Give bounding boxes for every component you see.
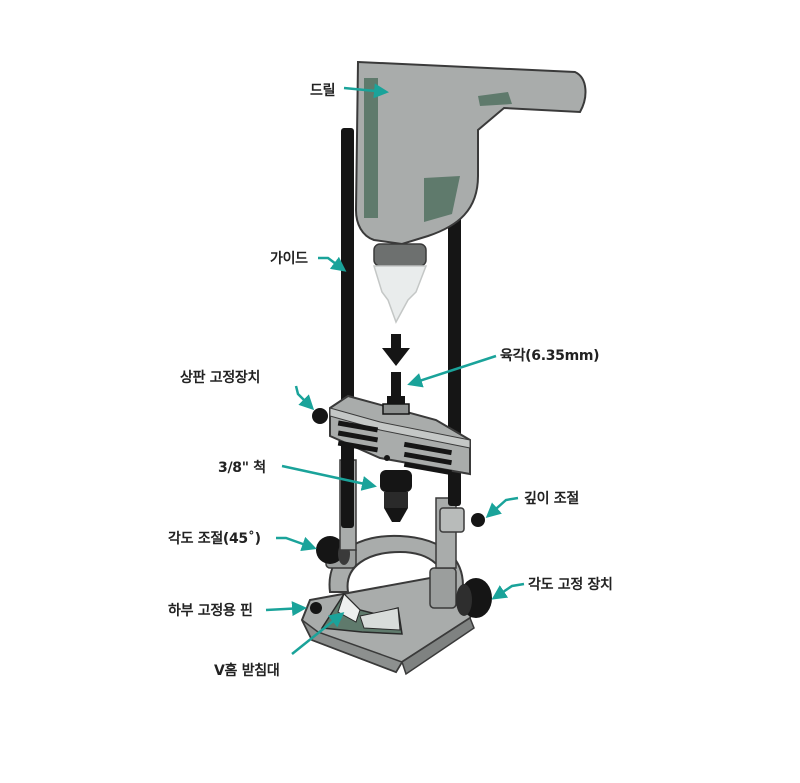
depth-collar xyxy=(439,507,465,533)
hex-shaft xyxy=(382,372,410,415)
leader-bottom-pin xyxy=(265,601,307,617)
leader-top-lock xyxy=(294,385,315,411)
label-angle-adjust: 각도 조절(45˚) xyxy=(168,531,261,547)
leader-hex xyxy=(407,354,497,388)
top-plate xyxy=(329,394,471,476)
drill-nose xyxy=(372,265,428,324)
leader-vgroove xyxy=(291,612,345,655)
leader-drill xyxy=(343,83,389,99)
label-hex: 육각(6.35mm) xyxy=(500,348,600,364)
down-arrow-icon xyxy=(382,334,410,366)
chuck xyxy=(380,470,412,522)
leader-depth xyxy=(485,496,519,518)
label-bottom-pin: 하부 고정용 핀 xyxy=(168,603,253,619)
angle-lock-knob xyxy=(456,578,492,618)
leader-chuck xyxy=(281,464,377,491)
label-top-lock: 상판 고정장치 xyxy=(180,370,261,386)
leader-angle-adjust xyxy=(276,536,317,552)
label-vgroove: V홈 받침대 xyxy=(214,663,280,679)
label-chuck: 3/8" 척 xyxy=(218,460,266,476)
drill-body xyxy=(354,60,587,246)
label-guide: 가이드 xyxy=(270,251,308,267)
bottom-pin-knob xyxy=(310,602,322,614)
top-lock-knob xyxy=(312,408,328,424)
drill-chuck-collar xyxy=(373,243,427,267)
right-guide-rod xyxy=(448,170,461,506)
leader-angle-lock xyxy=(491,582,525,600)
leader-guide xyxy=(318,256,347,272)
left-guide-rod xyxy=(341,128,354,528)
label-drill: 드릴 xyxy=(310,83,336,99)
label-angle-lock: 각도 고정 장치 xyxy=(528,577,613,593)
depth-adjust-knob xyxy=(471,513,485,527)
label-depth: 깊이 조절 xyxy=(524,491,579,507)
